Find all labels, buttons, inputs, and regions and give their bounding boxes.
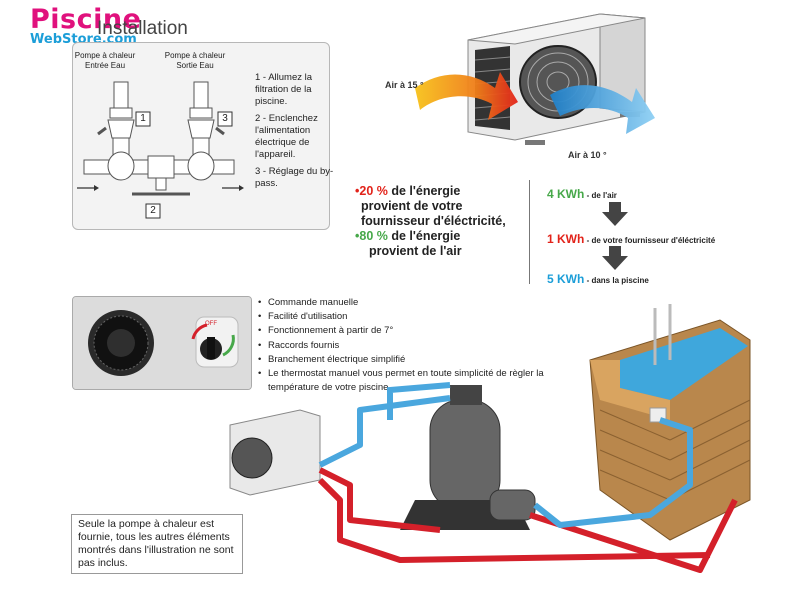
list-item: •Fonctionnement à partir de 7° bbox=[258, 325, 394, 337]
features-list: •Commande manuelle •Facilité d'utilisati… bbox=[258, 296, 573, 395]
pool-system-illustration bbox=[229, 304, 751, 573]
air-in-label: Air à 15 ° bbox=[385, 80, 424, 90]
step-3: 3 - Réglage du by-pass. bbox=[255, 166, 334, 189]
kwh-electric-row: 1 KWh - de votre fournisseur d'éléctrici… bbox=[547, 232, 716, 246]
callout-3: 3 bbox=[222, 113, 228, 124]
down-arrow-icon bbox=[602, 246, 628, 270]
energy-air-pct: 80 % bbox=[359, 229, 388, 243]
list-item: •Raccords fournis bbox=[258, 339, 340, 351]
pump-inlet-label: Pompe à chaleur Entrée Eau bbox=[74, 51, 136, 70]
bypass-valves-diagram bbox=[77, 81, 244, 219]
thermostat-off-label: OFF bbox=[205, 321, 217, 327]
energy-electric-pct: 20 % bbox=[359, 184, 388, 198]
down-arrows bbox=[602, 202, 628, 270]
callout-1: 1 bbox=[140, 113, 146, 124]
step-1: 1 - Allumez la filtration de la piscine. bbox=[255, 72, 313, 107]
callout-2: 2 bbox=[150, 205, 156, 216]
list-item: •Commande manuelle bbox=[258, 297, 359, 308]
pump-outlet-label: Pompe à chaleur Sortie Eau bbox=[164, 51, 226, 70]
thermostat-photo: OFF bbox=[72, 296, 252, 390]
heat-pump-airflow-illustration bbox=[415, 13, 655, 145]
list-item: •Facilité d'utilisation bbox=[258, 311, 348, 323]
step-2: 2 - Enclenchez l'alimentation électrique… bbox=[255, 113, 318, 160]
disclaimer-note: Seule la pompe à chaleur est fournie, to… bbox=[71, 514, 243, 574]
kwh-air-row: 4 KWh - de l'air bbox=[547, 187, 617, 201]
logo-text-piscine: Piscine bbox=[30, 4, 142, 35]
list-item: •Le thermostat manuel vous permet en tou… bbox=[258, 368, 544, 394]
air-out-label: Air à 10 ° bbox=[568, 150, 607, 160]
list-item: •Branchement électrique simplifié bbox=[258, 353, 406, 365]
section-title: Installation bbox=[97, 18, 188, 39]
kwh-pool-row: 5 KWh - dans la piscine bbox=[547, 272, 649, 286]
installation-steps: 1 - Allumez la filtration de la piscine.… bbox=[255, 72, 337, 195]
energy-breakdown-text: •20 % de l'énergie provient de votre fou… bbox=[355, 184, 506, 258]
divider bbox=[529, 180, 530, 284]
down-arrow-icon bbox=[602, 202, 628, 226]
